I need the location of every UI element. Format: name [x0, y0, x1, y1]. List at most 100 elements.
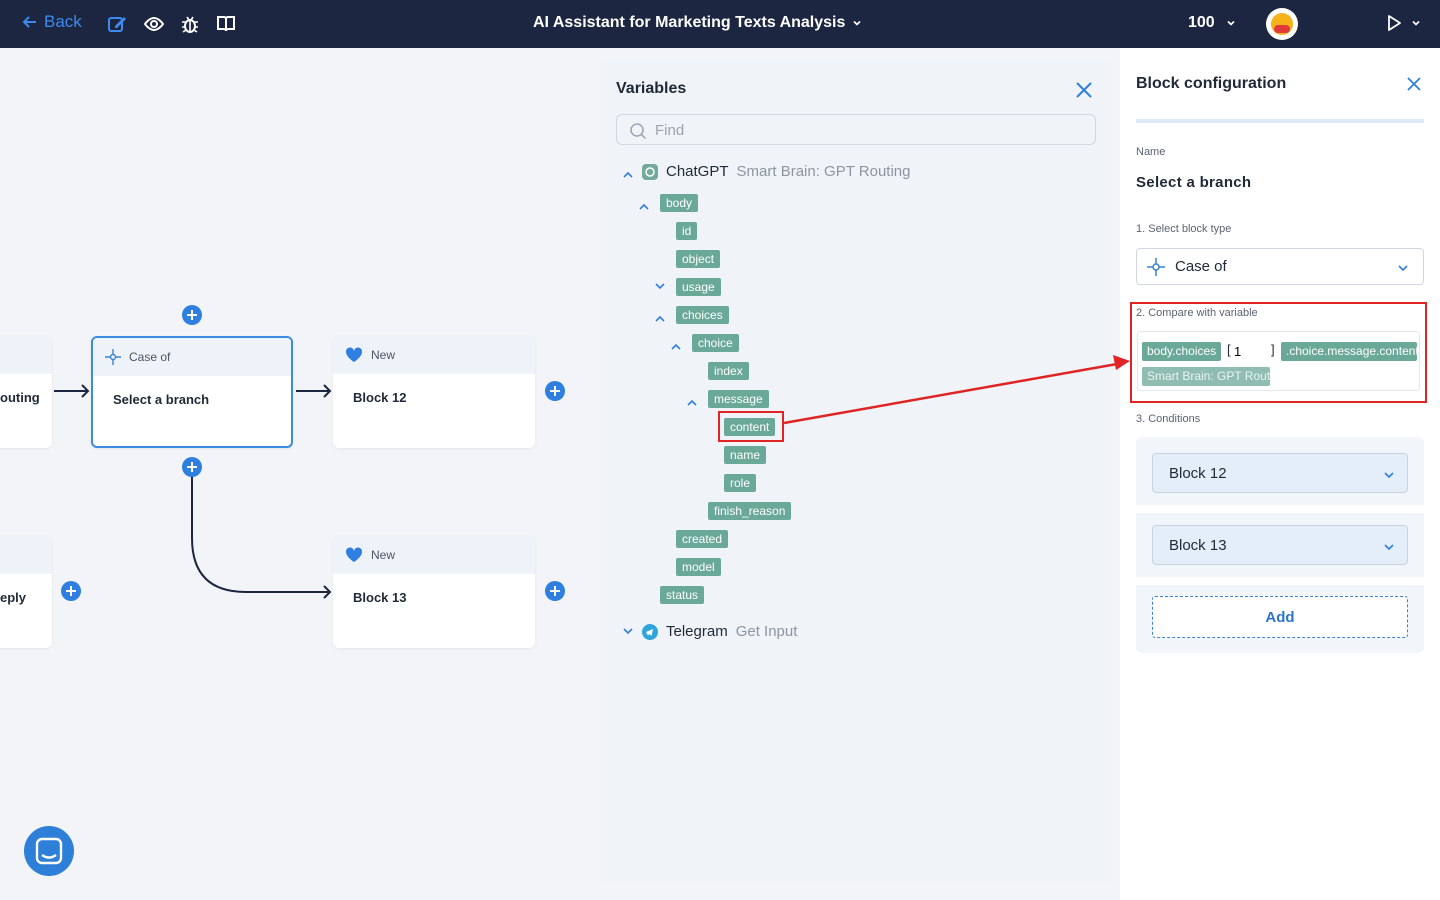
play-icon[interactable] — [1386, 14, 1402, 32]
chevron-up-icon[interactable] — [622, 169, 634, 181]
chevron-down-icon[interactable] — [1410, 17, 1422, 29]
chevron-up-icon[interactable] — [686, 397, 698, 409]
add-node-bottom-button[interactable] — [182, 457, 202, 477]
index-open-bracket: [ — [1227, 342, 1231, 357]
chevron-down-icon — [853, 20, 861, 26]
chevron-down-icon — [1227, 20, 1235, 26]
chevron-down-icon — [1384, 544, 1394, 551]
block-name[interactable]: Select a branch — [1136, 174, 1252, 191]
var-tag-id[interactable]: id — [676, 222, 698, 240]
node-block-12[interactable]: New Block 12 — [333, 336, 535, 448]
block-type-select[interactable]: Case of — [1136, 248, 1424, 285]
chevron-down-icon[interactable] — [654, 280, 666, 292]
heart-icon — [345, 347, 363, 362]
flow-title[interactable]: AI Assistant for Marketing Texts Analysi… — [533, 14, 863, 32]
node-block-13-type: New — [371, 548, 396, 562]
compare-variable-field[interactable]: body.choices [ ] .choice.message.content… — [1137, 331, 1420, 391]
index-input[interactable] — [1234, 342, 1270, 360]
var-tag-model[interactable]: model — [676, 558, 721, 576]
add-condition-button[interactable]: Add — [1152, 596, 1408, 638]
progress-bar — [1136, 119, 1424, 123]
top-bar: Back AI Assistant for Marketing Texts An… — [0, 0, 1440, 48]
book-icon[interactable] — [215, 13, 237, 35]
node-block-12-type: New — [371, 348, 396, 362]
avatar[interactable] — [1266, 8, 1298, 40]
node-case-of-label: Select a branch — [113, 392, 210, 407]
beta-badge-icon — [1274, 25, 1290, 33]
close-icon[interactable] — [1074, 80, 1094, 100]
var-tag-index[interactable]: index — [708, 362, 749, 380]
chevron-up-icon[interactable] — [638, 201, 650, 213]
variables-title: Variables — [616, 80, 687, 97]
block-type-value: Case of — [1175, 258, 1227, 275]
node-case-of[interactable]: Case of Select a branch — [91, 336, 293, 448]
chevron-up-icon[interactable] — [670, 341, 682, 353]
var-tag-role[interactable]: role — [724, 474, 757, 492]
run-menu[interactable] — [1386, 14, 1422, 32]
var-tag-choices[interactable]: choices — [676, 306, 729, 324]
node-routing[interactable]: outing — [0, 336, 52, 448]
condition-select-2[interactable]: Block 13 — [1152, 525, 1408, 565]
node-reply[interactable]: eply — [0, 536, 52, 648]
node-reply-label: eply — [0, 590, 27, 605]
var-tag-message[interactable]: message — [708, 390, 769, 408]
eye-icon[interactable] — [143, 13, 165, 35]
var-tag-choice[interactable]: choice — [692, 334, 739, 352]
chevron-down-icon — [1398, 265, 1408, 272]
add-after-block-12-button[interactable] — [545, 381, 565, 401]
source-telegram[interactable]: Telegram Get Input — [642, 623, 797, 640]
var-tag-body[interactable]: body — [660, 194, 699, 212]
node-block-13-label: Block 13 — [353, 590, 407, 605]
condition-2-value: Block 13 — [1169, 536, 1227, 554]
node-routing-label: outing — [0, 390, 40, 405]
condition-divider — [1136, 505, 1424, 513]
source-chatgpt-name: ChatGPT — [666, 163, 729, 180]
source-chatgpt-sub: Smart Brain: GPT Routing — [736, 163, 911, 180]
add-after-block-13-button[interactable] — [545, 581, 565, 601]
conditions-list: Block 12 Block 13 Add — [1136, 437, 1424, 653]
bug-icon[interactable] — [179, 13, 201, 35]
var-tag-name[interactable]: name — [724, 446, 767, 464]
zoom-select[interactable]: 100 — [1188, 14, 1237, 32]
back-button[interactable]: Back — [22, 12, 82, 32]
block-config-panel: Block configuration Name Select a branch… — [1120, 48, 1440, 900]
arrow-left-icon — [22, 16, 36, 28]
index-close-bracket: ] — [1271, 342, 1275, 357]
compare-tag-path[interactable]: .choice.message.content — [1281, 342, 1417, 361]
condition-select-1[interactable]: Block 12 — [1152, 453, 1408, 493]
heart-icon — [345, 547, 363, 562]
node-block-13[interactable]: New Block 13 — [333, 536, 535, 648]
variables-panel: Variables ChatGPT Smart Brain: GPT Routi… — [600, 58, 1112, 884]
flow-edges — [54, 384, 332, 599]
source-chatgpt[interactable]: ChatGPT Smart Brain: GPT Routing — [642, 163, 911, 180]
close-icon[interactable] — [1406, 76, 1422, 92]
var-tag-finish-reason[interactable]: finish_reason — [708, 502, 792, 520]
crosshair-icon — [105, 349, 121, 365]
variables-search — [616, 114, 1096, 145]
source-telegram-sub: Get Input — [735, 623, 798, 640]
compare-tag-body-choices[interactable]: body.choices — [1142, 342, 1222, 361]
name-label: Name — [1136, 146, 1166, 158]
condition-divider — [1136, 577, 1424, 585]
var-tag-created[interactable]: created — [676, 530, 729, 548]
chevron-up-icon[interactable] — [654, 313, 666, 325]
var-tag-object[interactable]: object — [676, 250, 721, 268]
chevron-down-icon[interactable] — [622, 625, 634, 637]
add-node-top-button[interactable] — [182, 305, 202, 325]
compare-highlight-box — [1130, 302, 1427, 403]
support-chat-button[interactable] — [24, 826, 74, 876]
back-label: Back — [44, 12, 82, 31]
crosshair-icon — [1147, 257, 1165, 276]
flow-canvas[interactable]: outing Case of Select a branch New Block… — [0, 48, 600, 900]
var-tag-usage[interactable]: usage — [676, 278, 721, 296]
variables-search-input[interactable] — [655, 119, 1075, 141]
step1-label: 1. Select block type — [1136, 223, 1232, 235]
edit-icon[interactable] — [106, 13, 128, 35]
var-tag-content[interactable]: content — [724, 418, 776, 436]
search-icon — [630, 123, 647, 140]
add-after-reply-button[interactable] — [61, 581, 81, 601]
chevron-down-icon — [1384, 472, 1394, 479]
compare-source-tag[interactable]: Smart Brain: GPT Routi — [1142, 367, 1270, 386]
var-tag-status[interactable]: status — [660, 586, 705, 604]
telegram-icon — [642, 623, 658, 640]
